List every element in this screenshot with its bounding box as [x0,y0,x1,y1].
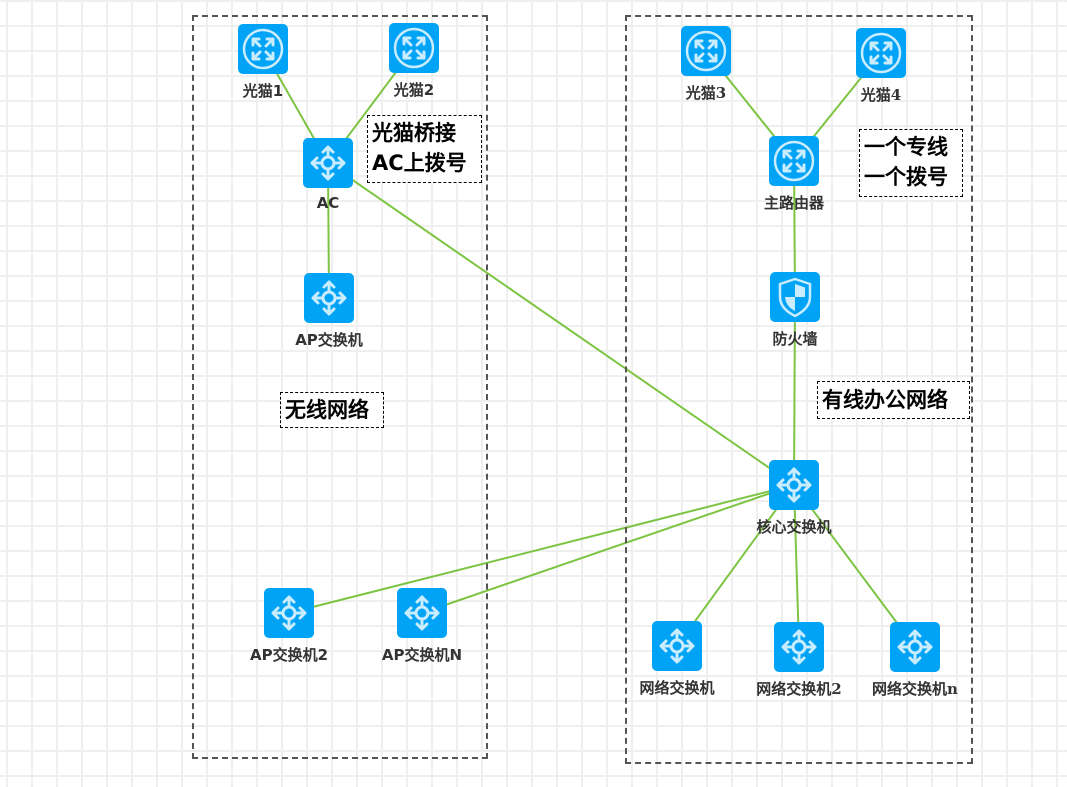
switch-icon [774,622,824,672]
switch-icon [304,273,354,323]
note-line: 一个拨号 [864,164,948,189]
router-icon [238,24,288,74]
note-wired-lines[interactable]: 一个专线 一个拨号 [859,129,963,197]
note-dialup-text: 上拨号 [403,150,467,175]
router-icon-glyph [242,28,284,70]
node-modem-3[interactable]: 光猫3 [681,26,731,102]
node-label: 核心交换机 [756,518,832,536]
link-firewall-core_switch[interactable] [793,296,796,486]
link-core_switch-net_switch[interactable] [676,484,795,647]
node-core-switch[interactable]: 核心交换机 [756,460,832,536]
wireless-network-title[interactable]: 无线网络 [280,392,384,428]
note-line: 一个专线 [864,134,948,159]
switch-icon-glyph [659,628,695,664]
switch-icon [769,460,819,510]
node-label: 网络交换机 [639,679,715,697]
switch-icon-glyph [776,467,812,503]
note-wireless-bridge[interactable]: 光猫桥接 AC上拨号 [367,115,482,183]
switch-icon-glyph [781,629,817,665]
node-label: AC [316,194,340,212]
link-core_switch-ap_switch2[interactable] [288,484,795,614]
switch-icon-glyph [310,145,346,181]
node-label: 光猫4 [860,86,902,104]
firewall-icon-glyph [778,277,812,318]
node-label: 网络交换机2 [756,680,842,698]
node-label: 防火墙 [772,330,818,348]
link-core_switch-net_switch2[interactable] [793,484,800,648]
title-text: 有线办公网络 [822,387,948,412]
node-label: 网络交换机n [872,680,958,698]
router-icon-glyph [860,32,902,74]
switch-icon [652,621,702,671]
node-label: AP交换机2 [249,646,329,664]
router-icon [389,23,439,73]
switch-icon-glyph [271,595,307,631]
firewall-icon [770,272,820,322]
link-core_switch-ap_switchN[interactable] [421,484,795,614]
node-firewall[interactable]: 防火墙 [770,272,820,348]
note-line: AC上拨号 [372,148,477,178]
node-label: 光猫2 [393,81,435,99]
node-network-switch-n[interactable]: 网络交换机n [872,622,958,698]
router-icon-glyph [685,30,727,72]
router-icon [681,26,731,76]
router-icon-glyph [773,140,815,182]
node-label: 主路由器 [763,194,825,212]
node-label: 光猫3 [685,84,727,102]
switch-icon-glyph [311,280,347,316]
wireless-network-group[interactable] [192,15,488,759]
node-network-switch[interactable]: 网络交换机 [639,621,715,697]
router-icon [856,28,906,78]
node-label: AP交换机N [381,646,463,664]
note-ac-text: AC [372,151,404,175]
node-ap-switch-n[interactable]: AP交换机N [382,588,462,664]
switch-icon [303,138,353,188]
router-icon [769,136,819,186]
link-core_switch-net_switchn[interactable] [793,484,916,648]
title-text: 无线网络 [285,397,369,422]
wired-office-network-title[interactable]: 有线办公网络 [817,381,970,419]
switch-icon-glyph [897,629,933,665]
node-label: 光猫1 [242,82,284,100]
router-icon-glyph [393,27,435,69]
node-modem-4[interactable]: 光猫4 [856,28,906,104]
note-line: 光猫桥接 [372,120,456,145]
switch-icon [264,588,314,638]
node-label: AP交换机 [295,331,363,349]
node-ac[interactable]: AC [303,138,353,212]
node-modem-1[interactable]: 光猫1 [238,24,288,100]
switch-icon-glyph [404,595,440,631]
node-main-router[interactable]: 主路由器 [764,136,824,212]
wired-office-network-group[interactable] [625,15,973,764]
node-ap-switch[interactable]: AP交换机 [295,273,363,349]
node-ap-switch-2[interactable]: AP交换机2 [250,588,328,664]
switch-icon [397,588,447,638]
node-network-switch-2[interactable]: 网络交换机2 [756,622,842,698]
link-ac-core_switch[interactable] [327,162,795,486]
switch-icon [890,622,940,672]
node-modem-2[interactable]: 光猫2 [389,23,439,99]
